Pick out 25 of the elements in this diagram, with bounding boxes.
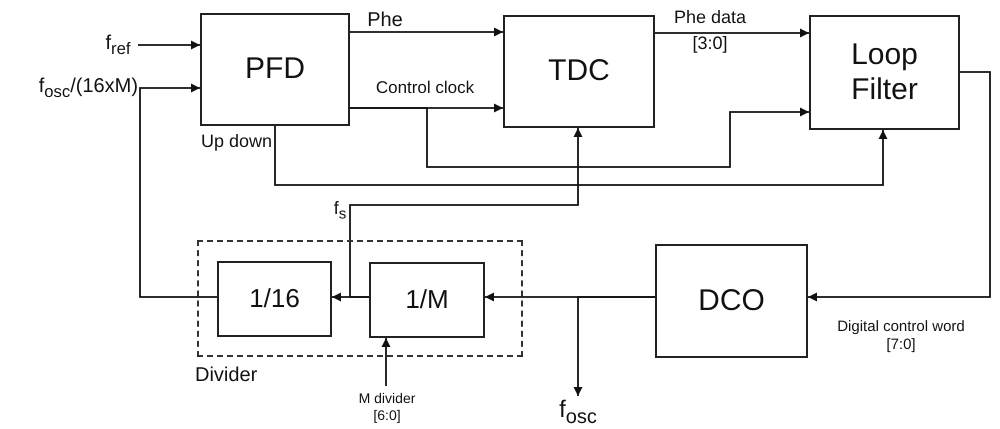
edge-label: f$_{s}$ <box>332 198 348 224</box>
edge-label: Phe data [3:0] <box>672 6 748 56</box>
arrow <box>382 338 390 386</box>
process-box: PFD <box>200 13 350 126</box>
edge-label: Control clock <box>374 78 476 98</box>
arrow <box>574 296 655 396</box>
arrow <box>139 84 217 298</box>
group-label: Divider <box>195 364 258 387</box>
edge-label: Up down <box>200 131 272 153</box>
arrow <box>808 71 991 302</box>
arrow <box>350 107 809 168</box>
signal-label: f$_{osc}$ <box>553 396 603 428</box>
arrow <box>350 28 503 36</box>
edge-label: f$_{osc}$/(16xM) <box>38 74 138 102</box>
arrow <box>655 28 809 38</box>
process-box: TDC <box>503 15 655 128</box>
signal-label: f$_{ref}$ <box>98 30 138 60</box>
arrow <box>349 128 582 298</box>
arrow <box>274 126 888 186</box>
signal-label: M divider [6:0] <box>352 386 422 428</box>
arrow <box>138 40 200 50</box>
edge-label: Phe <box>366 8 404 32</box>
process-box: DCO <box>655 244 808 358</box>
edge-label: Digital control word [7:0] <box>836 318 966 354</box>
process-box: Loop Filter <box>809 15 960 130</box>
